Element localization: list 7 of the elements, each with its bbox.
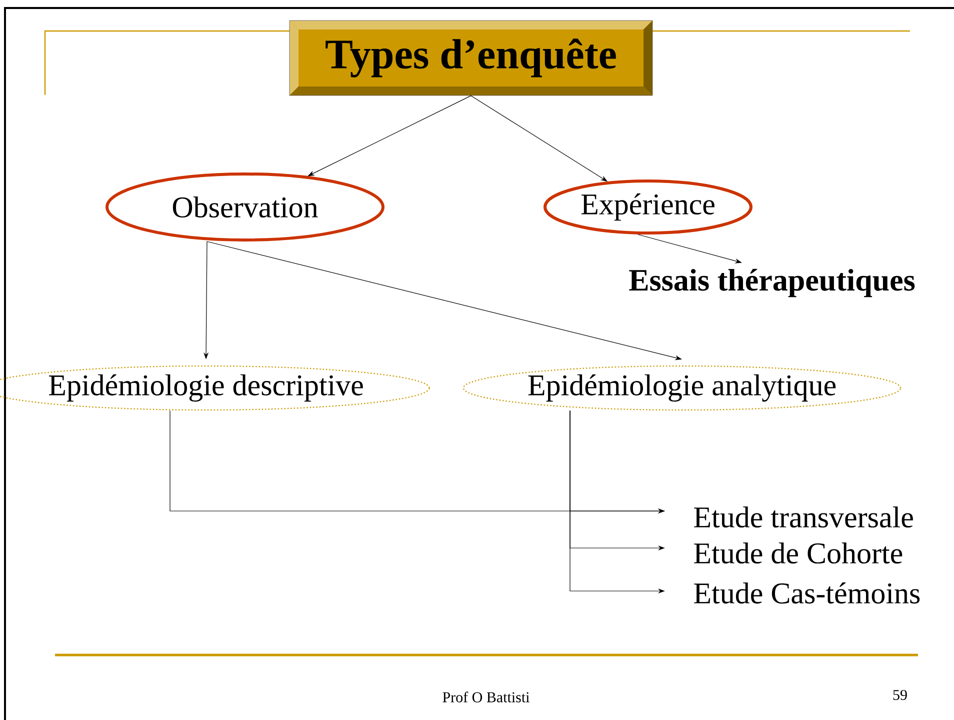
text: Etude Cas-témoins (694, 582, 920, 604)
footer-text: Prof O Battisti (442, 692, 530, 702)
text: Etude de Cohorte (694, 542, 902, 564)
title-box: Types d’enquête (289, 20, 653, 96)
page-number: 59 (893, 690, 907, 700)
text: Etude transversale (694, 506, 913, 528)
bold-text: Essais thérapeutiques (629, 268, 915, 298)
